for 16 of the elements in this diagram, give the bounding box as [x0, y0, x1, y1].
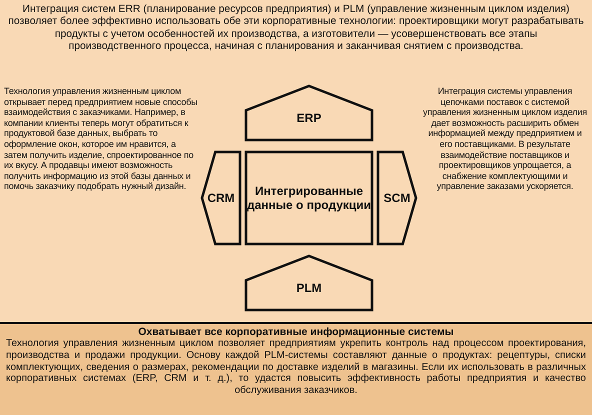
left-arrow-shape [202, 152, 240, 244]
node-label: ERP [296, 111, 322, 125]
side-paragraph: Интеграция системы управления цепочками поставок с системой управления жизненным циклом изделия дает возможность расширить обмен информацией между предприятием и его поставщиками. В результате взаимодействие поставщиков и проектировщиков упрощается, а снабжение комплектующими и управление заказами ускоряется. [422, 86, 588, 192]
node-label: Интегрированные данные о продукции [246, 184, 372, 212]
node-label: PLM [296, 281, 322, 295]
footer-band [0, 322, 592, 415]
intro-paragraph: Интеграция систем ERR (планирование ресурсов предприятия) и PLM (управление жизненным циклом изделия) позволяет более эффективно использовать обе эти корпоративные технологии: проектировщики могут разрабатывать продукты с учетом особенностей их производства, а изготовители — усовершенствовать все этапы производственного процесса, начиная с планирования и заканчивая снятием с производства. [8, 4, 584, 54]
node-label: CRM [207, 191, 235, 205]
right-arrow-shape [378, 152, 416, 244]
band-text: Технология управления жизненным циклом позволяет предприятиям укрепить контроль над процессом проектирования, производства и продажи продукции. Основу каждой PLM-системы составляют данные о продуктах: рецептуры, списки комплектующих, сведения о размерах, рекомендации по доставке изделий в магазины. Если их использовать в различных корпоративных системах (ERP, CRM и т. д.), то удастся повысить эффективность работы предприятия и качество обслуживания заказчиков. [6, 338, 586, 397]
pentagon-shape [246, 256, 372, 310]
node-label: SCM [384, 191, 410, 205]
side-paragraph: Технология управления жизненным циклом открывает перед предприятием новые способы взаимодействия с заказчиками. Например, в компании клиенты теперь могут обратиться к продуктовой базе данных, выбрать то оформление окон, которое им нравится, а затем получить изделие, спроектированное по их вкусу. А продавцы имеют возможность получить информацию из этой базы данных и помочь заказчику подобрать нужный дизайн. [4, 86, 198, 192]
pentagon-shape [246, 86, 372, 140]
center-box [246, 152, 372, 244]
band-heading: Охватывает все корпоративные информационные системы [137, 326, 455, 338]
